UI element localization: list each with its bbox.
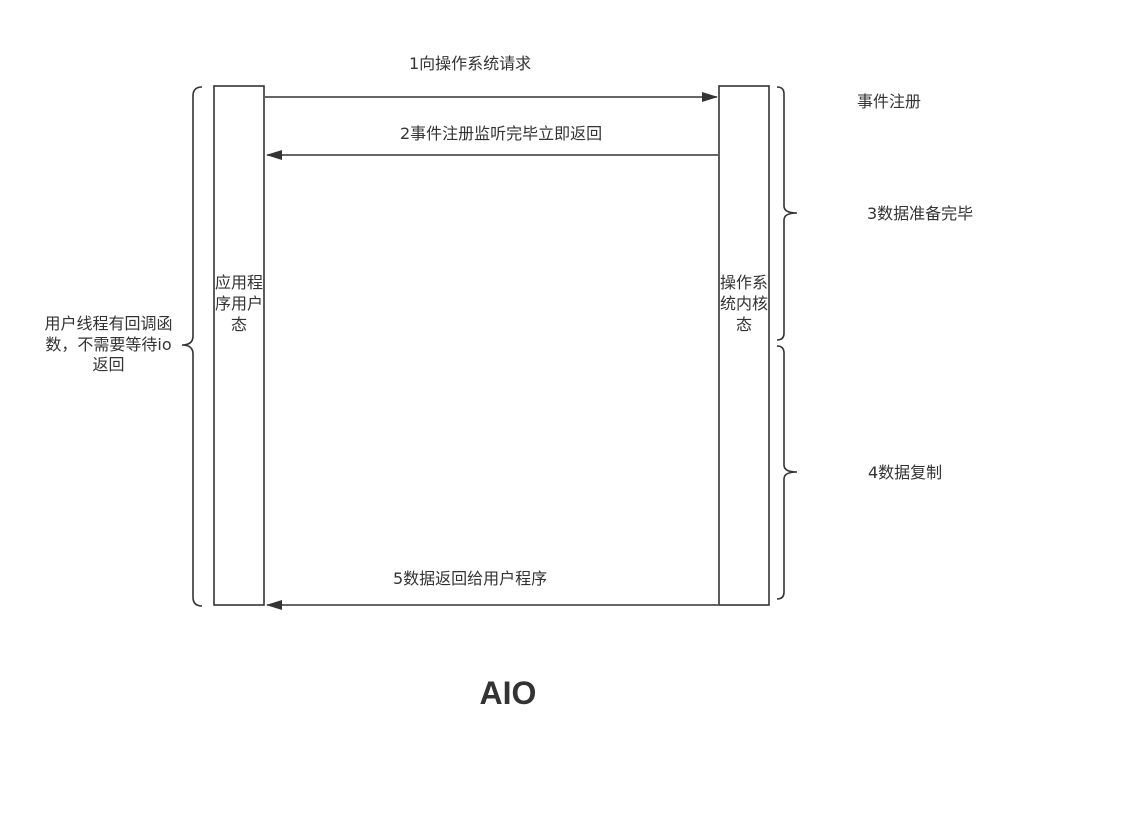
arrow-label-request: 1向操作系统请求 bbox=[409, 54, 532, 73]
arrow-label-register-return: 2事件注册监听完毕立即返回 bbox=[400, 124, 603, 143]
brace-data-copy bbox=[776, 345, 798, 600]
user-space-box bbox=[213, 85, 265, 606]
user-space-label: 应用程序用户态 bbox=[214, 273, 263, 334]
phase-label-data-copy: 4数据复制 bbox=[868, 463, 943, 482]
callback-note: 用户线程有回调函数，不需要等待io返回 bbox=[44, 314, 173, 374]
kernel-space-box bbox=[718, 85, 770, 606]
phase-label-event-register: 事件注册 bbox=[857, 92, 922, 111]
left-brace bbox=[181, 86, 203, 607]
diagram-title: AIO bbox=[479, 675, 537, 711]
arrow-label-data-return: 5数据返回给用户程序 bbox=[393, 569, 548, 588]
brace-data-prepare bbox=[776, 86, 798, 341]
phase-label-data-ready: 3数据准备完毕 bbox=[867, 204, 974, 223]
kernel-space-label: 操作系统内核态 bbox=[719, 273, 768, 334]
